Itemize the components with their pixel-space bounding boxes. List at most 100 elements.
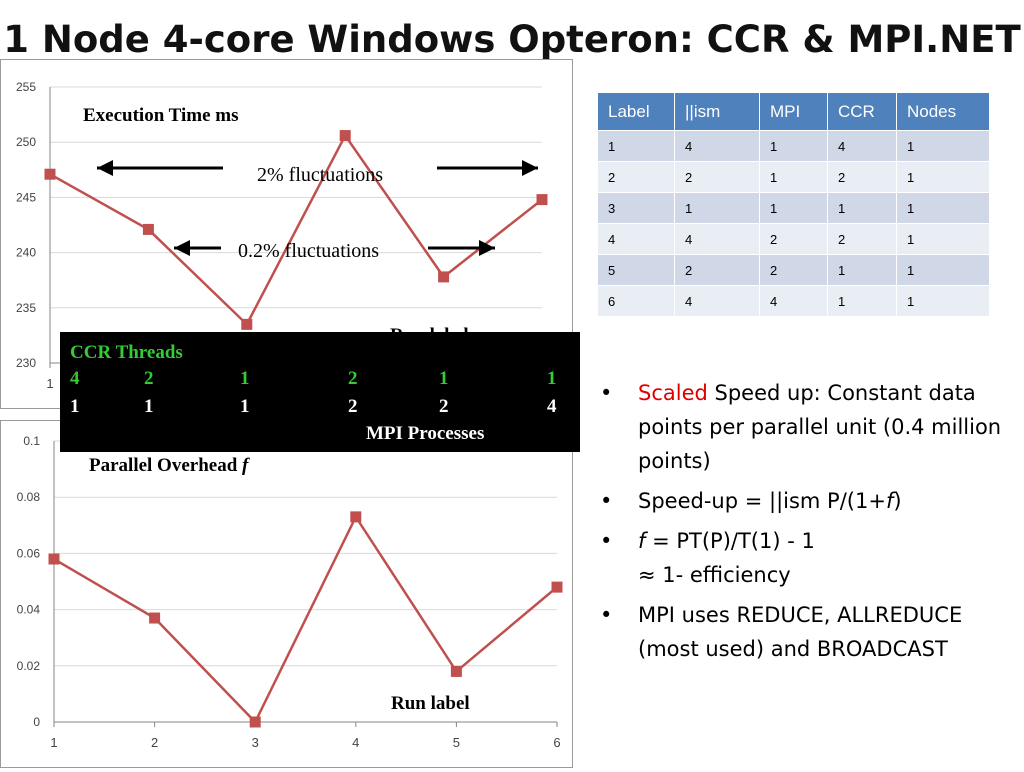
x-tick-label: 2 <box>151 735 158 750</box>
y-tick-label: 230 <box>16 356 36 370</box>
data-point <box>142 223 154 235</box>
mpi-value: 1 <box>240 396 250 417</box>
data-point <box>536 194 548 206</box>
data-point <box>48 553 60 565</box>
table-cell: 2 <box>827 161 897 193</box>
annotation-02pct: 0.2% fluctuations <box>238 240 379 262</box>
table-cell: 1 <box>598 130 675 162</box>
table-cell: 2 <box>759 254 828 286</box>
y-tick-label: 0.06 <box>17 546 41 560</box>
annotation-2pct: 2% fluctuations <box>257 164 383 186</box>
table-cell: 1 <box>896 161 990 193</box>
arrow-2pct-left-head <box>97 160 113 176</box>
y-tick-label: 250 <box>16 135 36 149</box>
table-cell: 1 <box>896 192 990 224</box>
table-cell: 1 <box>896 285 990 316</box>
mpi-value: 4 <box>547 396 557 417</box>
bullet-speedup-formula: • Speed-up = ||ism P/(1+f) <box>598 484 1018 518</box>
column-header: Nodes <box>896 93 990 131</box>
ccr-value: 1 <box>240 368 250 389</box>
y-tick-label: 255 <box>16 80 36 94</box>
table-cell: 1 <box>827 192 897 224</box>
table-row: 6 4 4 1 1 <box>598 285 990 316</box>
run-config-table: Label ||ism MPI CCR Nodes 1 4 1 4 1 2 2 … <box>598 93 990 316</box>
table-cell: 1 <box>827 254 897 286</box>
data-point <box>249 716 261 728</box>
table-cell: 4 <box>759 285 828 316</box>
table-cell: 1 <box>674 192 760 224</box>
data-point <box>44 168 56 180</box>
x-tick-label: 6 <box>553 735 560 750</box>
y-tick-label: 0.08 <box>17 490 41 504</box>
bullet-scaled-speedup: • Scaled Speed up: Constant data points … <box>598 376 1018 478</box>
bullet-icon: • <box>600 603 613 627</box>
bullet-mpi-ops: • MPI uses REDUCE, ALLREDUCE (most used)… <box>598 598 1018 666</box>
table-cell: 1 <box>759 130 828 162</box>
table-cell: 4 <box>827 130 897 162</box>
table-cell: 2 <box>759 223 828 255</box>
bullet-overhead-formula: • f = PT(P)/T(1) - 1 ≈ 1- efficiency <box>598 524 1018 592</box>
y-tick-label: 245 <box>16 190 36 204</box>
series-line <box>49 133 543 327</box>
table-cell: 1 <box>896 130 990 162</box>
bullet-icon: • <box>600 381 613 405</box>
bullet-icon: • <box>600 529 613 553</box>
y-tick-label: 0 <box>33 715 40 729</box>
table-cell: 4 <box>674 130 760 162</box>
table-cell: 1 <box>896 223 990 255</box>
chart-title: Parallel Overhead f <box>89 455 250 476</box>
ccr-mpi-overlay: CCR Threads 4 2 1 2 1 1 1 1 1 2 2 4 MPI … <box>60 332 580 452</box>
ccr-value: 2 <box>144 368 154 389</box>
table-cell: 1 <box>896 254 990 286</box>
table-cell: 1 <box>759 192 828 224</box>
table-cell: 4 <box>598 223 675 255</box>
arrow-02pct-right-head <box>479 240 495 256</box>
y-tick-label: 0.1 <box>23 434 40 448</box>
table-header-row: Label ||ism MPI CCR Nodes <box>598 93 990 131</box>
column-header: Label <box>598 93 675 131</box>
table-row: 2 2 1 2 1 <box>598 161 990 193</box>
mpi-value: 1 <box>70 396 80 417</box>
column-header: MPI <box>759 93 828 131</box>
table-cell: 5 <box>598 254 675 286</box>
ccr-value: 2 <box>348 368 358 389</box>
data-point <box>438 271 450 283</box>
mpi-value: 1 <box>144 396 154 417</box>
table-cell: 6 <box>598 285 675 316</box>
slide-title: 1 Node 4-core Windows Opteron: CCR & MPI… <box>3 18 1021 61</box>
column-header: CCR <box>827 93 897 131</box>
data-point <box>339 130 351 142</box>
x-tick-label: 4 <box>352 735 359 750</box>
data-point <box>350 511 362 523</box>
table-cell: 2 <box>674 254 760 286</box>
mpi-value: 2 <box>348 396 358 417</box>
data-point <box>450 665 462 677</box>
y-tick-label: 240 <box>16 246 36 260</box>
x-tick-label: 1 <box>46 376 53 391</box>
table-row: 1 4 1 4 1 <box>598 130 990 162</box>
series-line <box>53 514 558 725</box>
arrow-2pct-right-head <box>522 160 538 176</box>
table-cell: 3 <box>598 192 675 224</box>
table-cell: 2 <box>827 223 897 255</box>
y-tick-label: 0.02 <box>17 659 41 673</box>
table-cell: 4 <box>674 223 760 255</box>
arrow-02pct-left-head <box>174 240 190 256</box>
chart-title: Execution Time ms <box>83 105 239 126</box>
table-cell: 4 <box>674 285 760 316</box>
y-tick-label: 235 <box>16 301 36 315</box>
data-point <box>551 581 563 593</box>
ccr-value: 4 <box>70 368 80 389</box>
x-tick-label: 1 <box>50 735 57 750</box>
table-row: 4 4 2 2 1 <box>598 223 990 255</box>
x-axis-label: Run label <box>391 693 470 714</box>
data-point <box>241 318 253 330</box>
ccr-value: 1 <box>547 368 557 389</box>
x-tick-label: 5 <box>453 735 460 750</box>
y-tick-label: 0.04 <box>17 603 41 617</box>
mpi-value: 2 <box>439 396 449 417</box>
table-cell: 2 <box>674 161 760 193</box>
notes-list: • Scaled Speed up: Constant data points … <box>598 376 1018 672</box>
